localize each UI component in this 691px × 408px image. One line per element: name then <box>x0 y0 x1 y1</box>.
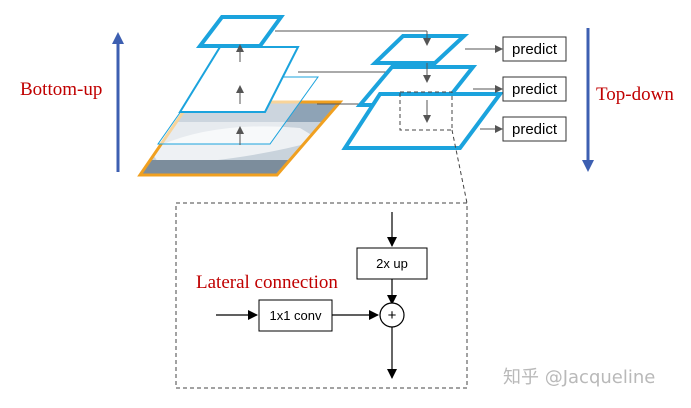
predict-box: predict <box>502 76 567 102</box>
top-down-level-3 <box>370 34 470 65</box>
conv-label: 1x1 conv <box>269 308 322 323</box>
watermark: 知乎 @Jacqueline <box>503 367 655 388</box>
bottom-up-level-3 <box>195 15 285 48</box>
predict-label: predict <box>512 41 558 58</box>
detail-panel <box>175 202 468 389</box>
top-down-level-1 <box>341 92 504 150</box>
top-down-label: Top-down <box>596 84 674 105</box>
bottom-up-level-2 <box>178 46 300 113</box>
predict-label: predict <box>512 81 558 98</box>
predict-label: predict <box>512 121 558 138</box>
upsample-label: 2x up <box>376 256 408 271</box>
sum-symbol: + <box>388 307 397 324</box>
predict-box: predict <box>502 116 567 142</box>
predict-box: predict <box>502 36 567 62</box>
merge-highlight-box <box>399 91 453 131</box>
lateral-connection-label: Lateral connection <box>196 272 338 293</box>
upsample-box <box>356 247 428 280</box>
zoom-connector <box>451 129 468 204</box>
bottom-up-label: Bottom-up <box>20 79 102 100</box>
